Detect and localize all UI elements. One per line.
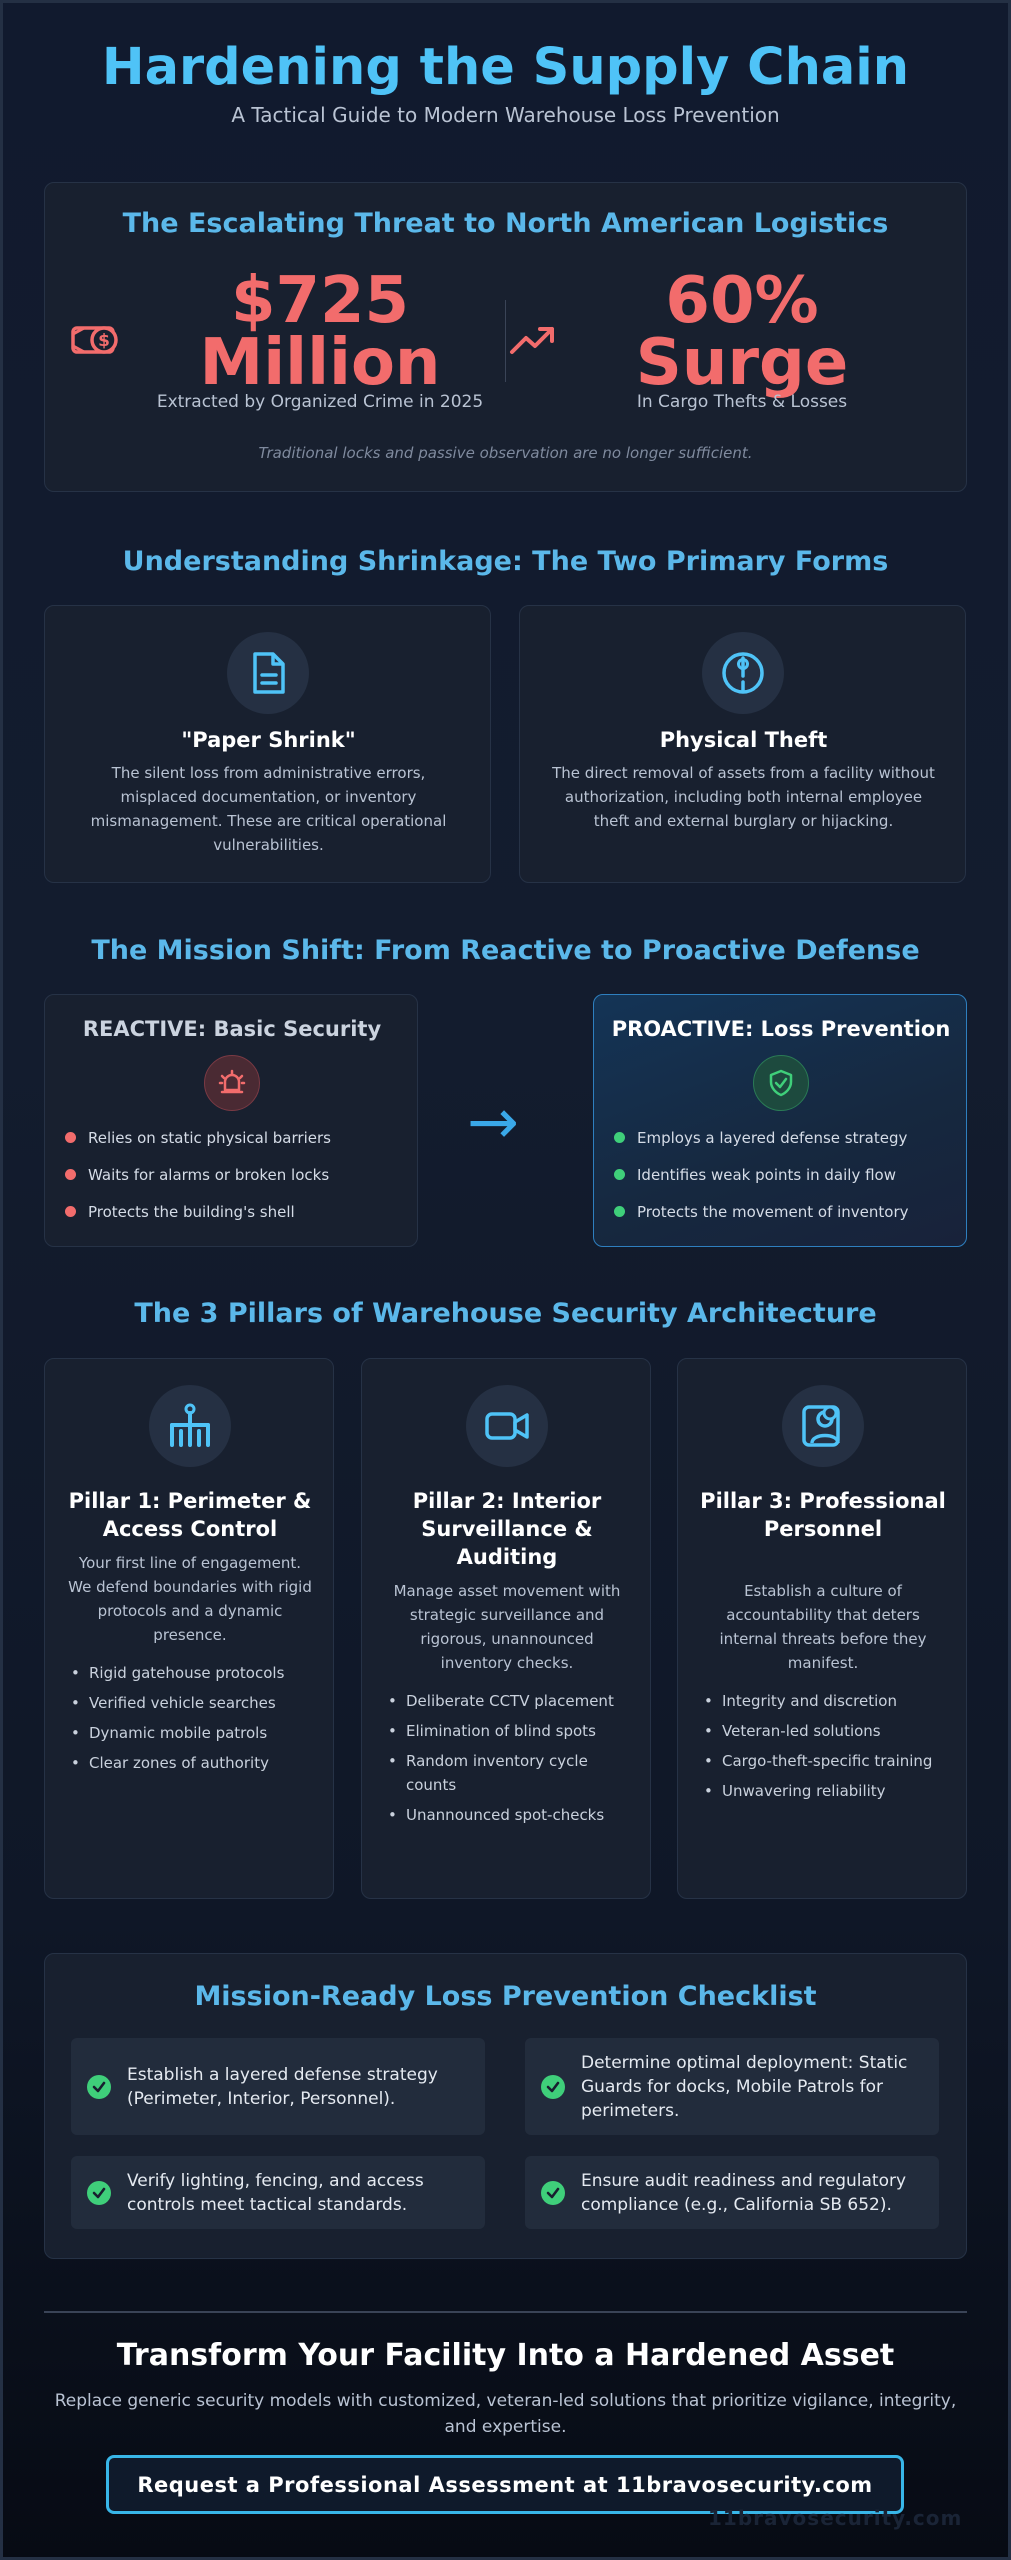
check-icon bbox=[541, 2074, 565, 2099]
list-item: Verified vehicle searches bbox=[67, 1691, 317, 1715]
list-item-text: Protects the movement of inventory bbox=[637, 1202, 909, 1221]
checklist-item: Establish a layered defense strategy (Pe… bbox=[71, 2038, 485, 2135]
red-dot-icon bbox=[65, 1169, 76, 1180]
document-icon bbox=[227, 632, 309, 714]
list-item-text: Relies on static physical barriers bbox=[88, 1128, 331, 1147]
list-item: Identifies weak points in daily flow bbox=[614, 1156, 954, 1193]
check-icon bbox=[87, 2180, 111, 2205]
list-item: Protects the movement of inventory bbox=[614, 1193, 954, 1230]
money-icon: $ bbox=[70, 318, 122, 362]
list-item: Integrity and discretion bbox=[700, 1689, 950, 1713]
stat-surge-value: 60% bbox=[665, 264, 819, 338]
checklist-item-text: Establish a layered defense strategy (Pe… bbox=[127, 2064, 438, 2109]
list-item-text: Identifies weak points in daily flow bbox=[637, 1165, 896, 1184]
list-item-text: Employs a layered defense strategy bbox=[637, 1128, 908, 1147]
pillar-list: Rigid gatehouse protocols Verified vehic… bbox=[67, 1661, 317, 1781]
list-item: Rigid gatehouse protocols bbox=[67, 1661, 317, 1685]
checklist-item: Ensure audit readiness and regulatory co… bbox=[525, 2156, 939, 2229]
list-item: Employs a layered defense strategy bbox=[614, 1119, 954, 1156]
shield-check-icon bbox=[753, 1055, 809, 1111]
list-item-text: Waits for alarms or broken locks bbox=[88, 1165, 330, 1184]
gate-icon bbox=[149, 1385, 231, 1467]
reactive-list: Relies on static physical barriers Waits… bbox=[65, 1119, 405, 1230]
proactive-card: PROACTIVE: Loss Prevention Employs a lay… bbox=[593, 994, 967, 1247]
stat-amount-value: $725 bbox=[230, 264, 410, 338]
pillars-title: The 3 Pillars of Warehouse Security Arch… bbox=[134, 1298, 877, 1329]
pillar-body: Your first line of engagement. We defend… bbox=[68, 1554, 312, 1644]
stat-divider bbox=[505, 300, 506, 382]
list-item: Protects the building's shell bbox=[65, 1193, 405, 1230]
pillar-heading: Pillar 3: Professional Personnel bbox=[700, 1489, 946, 1541]
checklist-item: Verify lighting, fencing, and access con… bbox=[71, 2156, 485, 2229]
checklist-item-text: Determine optimal deployment: Static Gua… bbox=[581, 2052, 908, 2121]
request-assessment-button[interactable]: Request a Professional Assessment at 11b… bbox=[106, 2455, 904, 2514]
pillar-heading: Pillar 2: Interior Surveillance & Auditi… bbox=[412, 1489, 602, 1569]
checklist-item: Determine optimal deployment: Static Gua… bbox=[525, 2038, 939, 2135]
checklist-item-text: Ensure audit readiness and regulatory co… bbox=[581, 2170, 907, 2215]
physical-theft-body: The direct removal of assets from a faci… bbox=[552, 764, 935, 830]
paper-shrink-body: The silent loss from administrative erro… bbox=[90, 764, 447, 854]
shrinkage-title: Understanding Shrinkage: The Two Primary… bbox=[122, 546, 889, 577]
pillar-body: Manage asset movement with strategic sur… bbox=[393, 1582, 621, 1672]
mission-title: The Mission Shift: From Reactive to Proa… bbox=[91, 935, 920, 966]
list-item-text: Protects the building's shell bbox=[88, 1202, 295, 1221]
threat-note: Traditional locks and passive observatio… bbox=[258, 444, 753, 462]
check-icon bbox=[87, 2074, 111, 2099]
stat-surge-unit: Surge bbox=[635, 326, 849, 400]
arrow-right-icon: → bbox=[467, 1085, 519, 1158]
checklist-title: Mission-Ready Loss Prevention Checklist bbox=[194, 1981, 817, 2012]
footer-divider bbox=[44, 2311, 967, 2313]
camera-icon bbox=[466, 1385, 548, 1467]
red-dot-icon bbox=[65, 1132, 76, 1143]
list-item: Elimination of blind spots bbox=[384, 1719, 634, 1743]
cta-title: Transform Your Facility Into a Hardened … bbox=[116, 2338, 895, 2373]
stat-surge-caption: In Cargo Thefts & Losses bbox=[636, 392, 848, 412]
checklist-item-text: Verify lighting, fencing, and access con… bbox=[127, 2170, 424, 2215]
pillar-heading: Pillar 1: Perimeter & Access Control bbox=[68, 1489, 312, 1541]
page-title: Hardening the Supply Chain bbox=[101, 38, 910, 97]
pillar-card-surveillance: Pillar 2: Interior Surveillance & Auditi… bbox=[361, 1358, 651, 1899]
list-item: Clear zones of authority bbox=[67, 1751, 317, 1775]
stat-surge: 60% Surge bbox=[582, 264, 902, 400]
alert-icon bbox=[702, 632, 784, 714]
cta-subtitle: Replace generic security models with cus… bbox=[54, 2391, 957, 2437]
watermark: 11bravosecurity.com bbox=[708, 2506, 963, 2530]
threat-title: The Escalating Threat to North American … bbox=[122, 208, 889, 239]
list-item: Unwavering reliability bbox=[700, 1779, 950, 1803]
list-item: Cargo-theft-specific training bbox=[700, 1749, 950, 1773]
proactive-list: Employs a layered defense strategy Ident… bbox=[614, 1119, 954, 1230]
pillar-list: Deliberate CCTV placement Elimination of… bbox=[384, 1689, 634, 1833]
list-item: Waits for alarms or broken locks bbox=[65, 1156, 405, 1193]
green-dot-icon bbox=[614, 1206, 625, 1217]
pillar-body: Establish a culture of accountability th… bbox=[719, 1582, 927, 1672]
id-badge-icon bbox=[782, 1385, 864, 1467]
check-icon bbox=[541, 2180, 565, 2205]
green-dot-icon bbox=[614, 1132, 625, 1143]
paper-shrink-card: "Paper Shrink" The silent loss from admi… bbox=[44, 605, 491, 883]
list-item: Unannounced spot-checks bbox=[384, 1803, 634, 1827]
list-item: Deliberate CCTV placement bbox=[384, 1689, 634, 1713]
stat-amount-caption: Extracted by Organized Crime in 2025 bbox=[156, 392, 484, 412]
green-dot-icon bbox=[614, 1169, 625, 1180]
reactive-heading: REACTIVE: Basic Security bbox=[82, 1017, 382, 1041]
stat-amount: $725 Million bbox=[150, 264, 490, 400]
list-item: Dynamic mobile patrols bbox=[67, 1721, 317, 1745]
alarm-icon bbox=[204, 1055, 260, 1111]
pillar-card-perimeter: Pillar 1: Perimeter & Access Control You… bbox=[44, 1358, 334, 1899]
svg-text:$: $ bbox=[98, 331, 110, 351]
stat-amount-unit: Million bbox=[199, 326, 441, 400]
physical-theft-card: Physical Theft The direct removal of ass… bbox=[519, 605, 966, 883]
physical-theft-heading: Physical Theft bbox=[659, 728, 828, 752]
proactive-heading: PROACTIVE: Loss Prevention bbox=[611, 1017, 951, 1041]
red-dot-icon bbox=[65, 1206, 76, 1217]
pillar-list: Integrity and discretion Veteran-led sol… bbox=[700, 1689, 950, 1809]
pillar-card-personnel: Pillar 3: Professional Personnel Establi… bbox=[677, 1358, 967, 1899]
paper-shrink-heading: "Paper Shrink" bbox=[181, 728, 356, 752]
list-item: Random inventory cycle counts bbox=[384, 1749, 634, 1797]
list-item: Relies on static physical barriers bbox=[65, 1119, 405, 1156]
trend-up-icon bbox=[508, 320, 558, 360]
list-item: Veteran-led solutions bbox=[700, 1719, 950, 1743]
page-subtitle: A Tactical Guide to Modern Warehouse Los… bbox=[231, 103, 780, 127]
reactive-card: REACTIVE: Basic Security Relies on stati… bbox=[44, 994, 418, 1247]
